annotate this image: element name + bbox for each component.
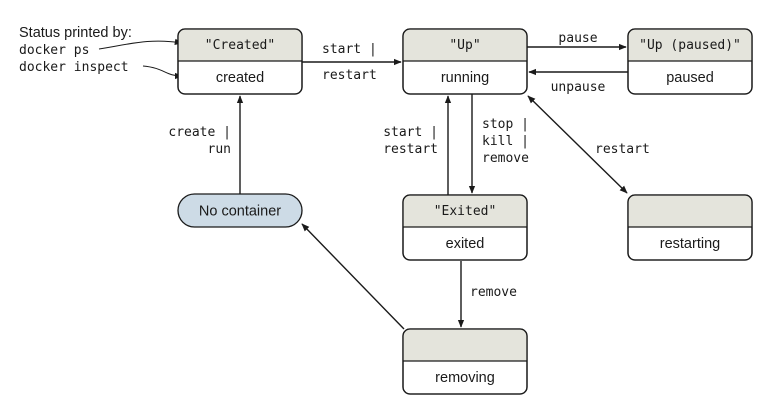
legend: Status printed by: docker ps docker insp… [19, 25, 183, 80]
label-restart-mid: restart [383, 142, 438, 157]
edge-removing-to-none [301, 223, 405, 330]
legend-docker-ps: docker ps [19, 43, 89, 58]
state-paused: "Up (paused)" paused [627, 28, 753, 95]
state-running: "Up" running [402, 28, 528, 95]
state-restarting: restarting [627, 194, 753, 261]
state-exited: "Exited" exited [402, 194, 528, 261]
state-exited-status: "Exited" [434, 204, 497, 219]
state-paused-status: "Up (paused)" [639, 38, 741, 53]
label-pause: pause [558, 31, 597, 46]
label-start-mid: start | [383, 125, 438, 140]
state-no-container-name: No container [199, 204, 281, 220]
state-created-status: "Created" [205, 38, 275, 53]
label-remove-bottom: remove [470, 285, 517, 300]
edge-restart-diag [527, 95, 628, 194]
state-running-name: running [441, 70, 489, 86]
legend-title: Status printed by: [19, 25, 132, 41]
state-removing: removing [402, 328, 528, 395]
label-kill: kill | [482, 134, 529, 149]
legend-ps-callout [98, 38, 183, 50]
label-stop: stop | [482, 117, 529, 132]
state-removing-name: removing [435, 370, 495, 386]
label-run: run [208, 142, 231, 157]
state-no-container: No container [177, 193, 303, 228]
label-create: create | [168, 125, 231, 140]
state-running-status: "Up" [449, 38, 480, 53]
state-restarting-name: restarting [660, 236, 720, 252]
state-paused-name: paused [666, 70, 714, 86]
label-remove-mid: remove [482, 151, 529, 166]
legend-inspect-callout [142, 65, 183, 80]
state-created: "Created" created [177, 28, 303, 95]
label-unpause: unpause [551, 80, 606, 95]
legend-docker-inspect: docker inspect [19, 60, 129, 75]
label-restart-top: restart [322, 68, 377, 83]
state-exited-name: exited [446, 236, 485, 252]
label-start-top: start | [322, 42, 377, 57]
label-restart-diag: restart [595, 142, 650, 157]
state-created-name: created [216, 70, 264, 86]
